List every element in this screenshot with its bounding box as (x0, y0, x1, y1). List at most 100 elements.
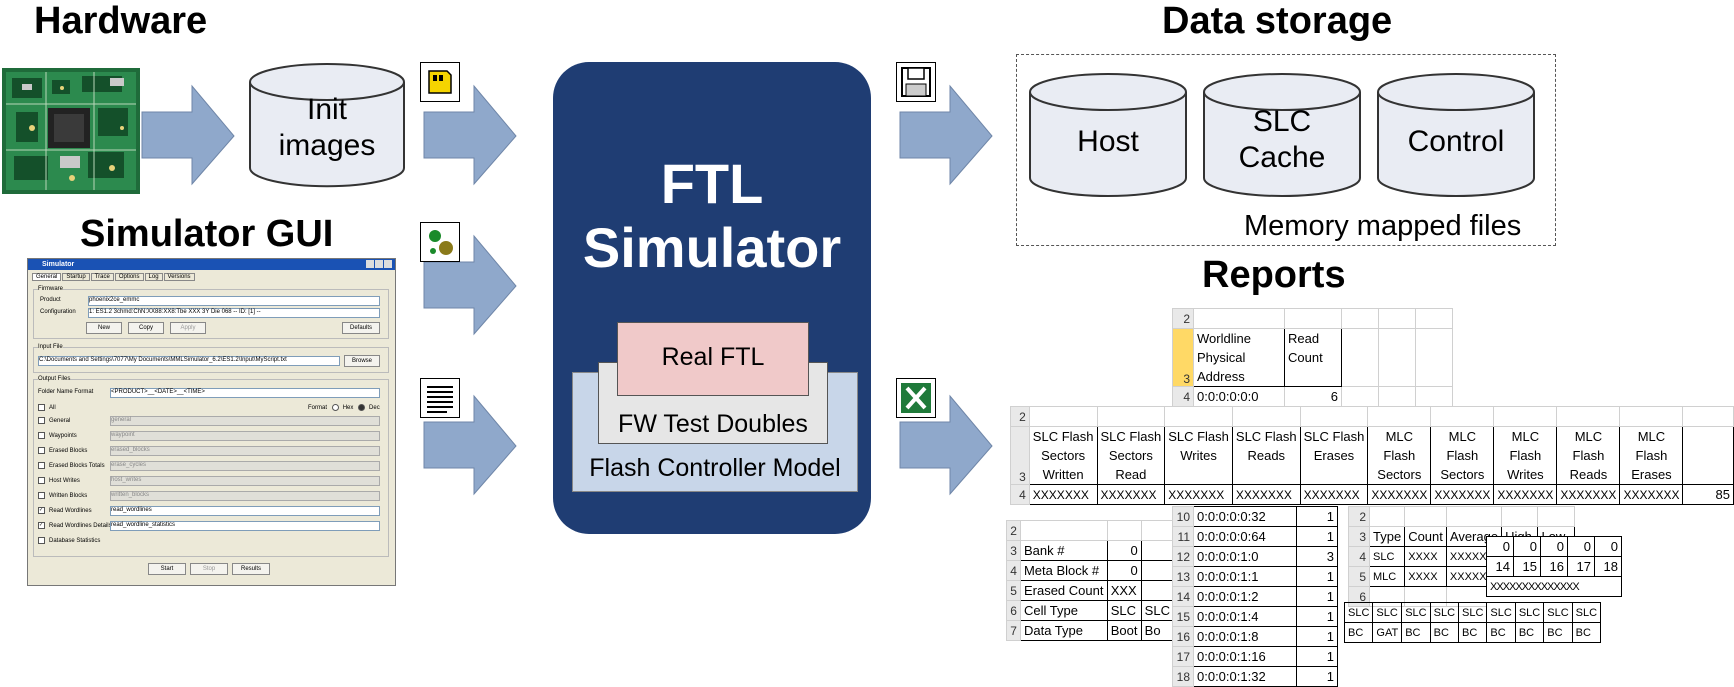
input-file-field[interactable]: C:\Documents and Settings\7077\My Docume… (38, 356, 340, 366)
output-option-row[interactable]: Database Statistics (38, 537, 100, 544)
cell-value: BC (1401, 622, 1431, 643)
cell-count: 1 (1296, 526, 1338, 547)
product-select[interactable]: phoenix2ce_emmc (88, 296, 380, 306)
output-option-row[interactable]: Erased Blocks (38, 447, 87, 454)
product-label: Product (40, 297, 61, 303)
output-option-label: Host Writes (49, 478, 80, 485)
output-option-checkbox[interactable] (38, 417, 45, 424)
header-worldline-address: Worldline Physical Address (1193, 328, 1285, 387)
cell-value: XXXXXXX (1367, 484, 1432, 505)
cell-count: 1 (1296, 506, 1338, 527)
heading-reports: Reports (1202, 254, 1346, 296)
browse-button[interactable]: Browse (344, 355, 380, 367)
header-line: Erases (1631, 467, 1672, 482)
cell-address: 0:0:0:0:0:32 (1193, 506, 1297, 527)
output-option-checkbox[interactable] (38, 537, 45, 544)
cell-value: XXXXXXX (1556, 484, 1621, 505)
arrow-ftl-to-storage (899, 84, 993, 186)
cell-count: 1 (1296, 666, 1338, 687)
output-option-row[interactable]: ✓Read Wordlines (38, 507, 92, 514)
maximize-icon[interactable] (375, 260, 383, 268)
output-option-checkbox[interactable]: ✓ (38, 507, 45, 514)
cell-value: SLC (1343, 602, 1374, 623)
new-button[interactable]: New (86, 322, 122, 334)
apply-button[interactable]: Apply (170, 322, 206, 334)
cell-address: 0:0:0:0:0:64 (1193, 526, 1297, 547)
dec-radio[interactable] (358, 404, 366, 411)
all-checkbox-row[interactable]: All (38, 404, 56, 411)
output-option-checkbox[interactable]: ✓ (38, 522, 45, 529)
output-option-checkbox[interactable] (38, 447, 45, 454)
tab-trace[interactable]: Trace (90, 273, 114, 281)
product-value: phoenix2ce_emmc (89, 297, 140, 303)
slc-cache-label: SLC Cache (1202, 104, 1362, 176)
output-option-label: Database Statistics (49, 538, 101, 545)
configuration-select[interactable]: 1: ES1.2 3chmd:ChN:XX88:XX8:Tbe XXX 3Y D… (88, 308, 380, 318)
cell-address: 0:0:0:0:1:1 (1193, 566, 1297, 587)
header-line: MLC (1385, 429, 1414, 444)
green-dots-icon (420, 222, 460, 262)
cell-address: 0:0:0:0:1:4 (1193, 606, 1297, 627)
init-images-cylinder (249, 63, 405, 188)
row-number: 13 (1172, 566, 1194, 587)
format-label: Format (308, 405, 328, 412)
output-option-row[interactable]: General (38, 417, 70, 424)
stop-button[interactable]: Stop (190, 563, 228, 575)
tab-log[interactable]: Log (144, 273, 163, 281)
output-option-filename[interactable]: host_writes (110, 476, 380, 486)
start-button[interactable]: Start (148, 563, 186, 575)
output-files-group-label: Output Files (38, 376, 71, 382)
tab-startup[interactable]: Startup (62, 273, 90, 281)
output-option-checkbox[interactable] (38, 477, 45, 484)
all-checkbox[interactable] (38, 404, 45, 411)
real-ftl-box: Real FTL (617, 322, 809, 396)
header-line: Flash (1509, 448, 1542, 463)
output-option-row[interactable]: Erased Blocks Totals (38, 462, 105, 469)
tab-general[interactable]: General (32, 273, 62, 281)
output-option-label: Read Wordlines Details (49, 523, 112, 530)
output-option-filename[interactable]: general (110, 416, 380, 426)
header-line: Writes (1507, 467, 1544, 482)
output-option-filename[interactable]: erased_blocks (110, 446, 380, 456)
output-option-row[interactable]: Written Blocks (38, 492, 87, 499)
output-option-filename[interactable]: erase_cycles (110, 461, 380, 471)
hex-radio[interactable] (331, 404, 339, 411)
cell-label: Data Type (1019, 620, 1108, 641)
row-number: 16 (1172, 626, 1194, 647)
cell-value (1140, 580, 1175, 601)
output-option-checkbox[interactable] (38, 462, 45, 469)
defaults-button[interactable]: Defaults (342, 322, 380, 334)
output-option-filename[interactable]: written_blocks (110, 491, 380, 501)
output-option-checkbox[interactable] (38, 492, 45, 499)
output-option-checkbox[interactable] (38, 432, 45, 439)
output-option-row[interactable]: Waypoints (38, 432, 77, 439)
cell-address: 0:0:0:0:0:0 (1193, 386, 1285, 407)
tab-options[interactable]: Options (114, 273, 144, 281)
output-option-row[interactable]: Host Writes (38, 477, 80, 484)
row-number: 10 (1172, 506, 1194, 527)
row-number: 4 (1006, 560, 1021, 581)
close-icon[interactable] (384, 260, 392, 268)
fw-test-doubles-label: FW Test Doubles (618, 410, 808, 438)
row-number: 3 (1348, 526, 1370, 547)
folder-name-format-field[interactable]: <PRODUCT>__<DATE>__<TIME> (110, 388, 380, 398)
cell-value: Bo (1140, 620, 1175, 641)
copy-button[interactable]: Copy (128, 322, 164, 334)
slc-cache-line1: SLC (1252, 105, 1312, 138)
cell-value: GAT (1372, 622, 1403, 643)
output-option-filename[interactable]: waypoint (110, 431, 380, 441)
cell-value: MLC (1368, 566, 1406, 587)
slc-cache-cylinder (1203, 73, 1361, 197)
header-line: Reads (1247, 448, 1286, 463)
output-option-filename[interactable]: read_wordlines (110, 506, 380, 516)
tab-versions[interactable]: Versions (163, 273, 195, 281)
cell-value: BC (1571, 622, 1602, 643)
minimize-icon[interactable] (366, 260, 374, 268)
data-storage-frame (1016, 54, 1556, 246)
arrow-gui-to-ftl-1 (423, 234, 517, 336)
output-option-row[interactable]: ✓ Read Wordlines Details (38, 522, 112, 529)
header-line: Written (1042, 467, 1084, 482)
output-option-filename[interactable]: read_wordline_statistics (110, 521, 380, 531)
results-button[interactable]: Results (232, 563, 270, 575)
